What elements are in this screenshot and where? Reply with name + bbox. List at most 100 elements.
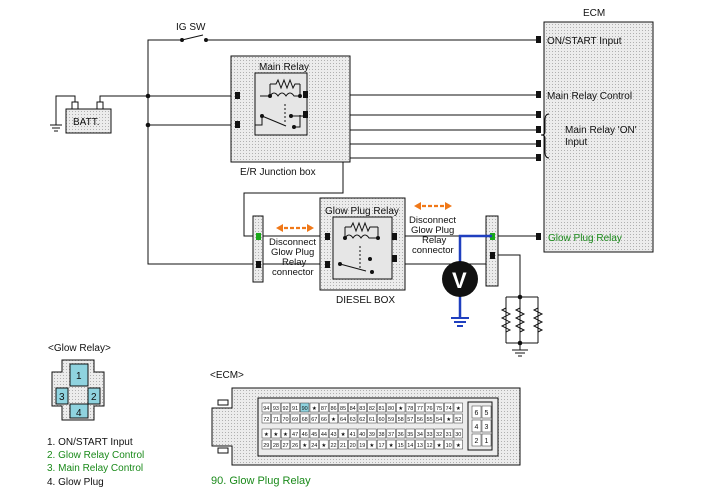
ecm-pin-cell <box>367 413 377 424</box>
ecm-pin-label: 56 <box>417 417 423 423</box>
ecm-pin-label: 32 <box>436 432 442 438</box>
er-junction-box-label: E/R Junction box <box>240 167 316 178</box>
ecm-pin-label: ★ <box>456 406 461 412</box>
diesel-box: Glow Plug Relay DIESEL BOX <box>319 197 406 306</box>
ig-sw-label: IG SW <box>176 22 206 33</box>
ecm-pin-label: 81 <box>378 406 384 412</box>
ecm-pin-label: ★ <box>264 432 269 438</box>
ecm-pin-label: 55 <box>426 417 432 423</box>
connector-pin <box>490 252 495 259</box>
ecm-pin-label: 66 <box>321 417 327 423</box>
ecm-side-pin-cell <box>471 419 482 433</box>
ecm-pin-label: 84 <box>350 406 356 412</box>
ecm-pin-label: ★ <box>456 443 461 449</box>
ecm-pin-label: 93 <box>273 406 279 412</box>
ecm-side-pin-cell <box>481 419 492 433</box>
ecm-pin-cell <box>405 402 415 413</box>
ecm-side-pin-cell <box>481 405 492 419</box>
ecm-pin-label: 80 <box>388 406 394 412</box>
ecm-side-pin-label: 4 <box>475 424 479 431</box>
ecm-pin-cell <box>348 439 358 450</box>
ecm-pin-label: 61 <box>369 417 375 423</box>
ecm-pin-cell <box>396 439 406 450</box>
ecm-pin-label: 76 <box>426 406 432 412</box>
voltmeter-label: V <box>452 268 467 293</box>
ecm-pin-cell <box>290 439 300 450</box>
ecm-pin-label: 59 <box>388 417 394 423</box>
ecm-pin-label: 63 <box>350 417 356 423</box>
ecm-pin-label: ★ <box>437 443 442 449</box>
ecm-pin-label: 37 <box>388 432 394 438</box>
ecm-pin-cell <box>444 413 454 424</box>
disconnect-left-line4: connector <box>272 267 314 278</box>
ecm-label: ECM <box>583 8 605 19</box>
ecm-pin-label: 17 <box>378 443 384 449</box>
ecm-pin-label: 20 <box>350 443 356 449</box>
connector-pin <box>256 261 261 268</box>
glow-legend-1: 1. ON/START Input <box>47 437 133 448</box>
ecm-pin-cell <box>319 413 329 424</box>
ecm-pin-label: 44 <box>321 432 327 438</box>
ecm-pin-label: 57 <box>407 417 413 423</box>
ecm-pin-label: 27 <box>282 443 288 449</box>
ecm-terminal <box>536 36 541 43</box>
ecm-pin-label: 38 <box>378 432 384 438</box>
ig-switch: IG SW <box>176 22 208 42</box>
ecm-pin-cell <box>338 428 348 439</box>
ecm-pin-label: 28 <box>273 443 279 449</box>
ecm-pin-cell <box>348 402 358 413</box>
ecm-pin-cell <box>357 439 367 450</box>
ecm-pin-label: ★ <box>398 406 403 412</box>
ecm-pin-label: 13 <box>417 443 423 449</box>
glow-plug-relay-box-label: Glow Plug Relay <box>325 206 399 217</box>
er-junction-box: Main Relay E/R Junction box <box>230 55 351 178</box>
ecm-pin-label: 46 <box>302 432 308 438</box>
ecm-pin-cell <box>367 428 377 439</box>
ecm-pin-cell <box>376 439 387 450</box>
ecm-pin-label: 34 <box>417 432 423 438</box>
ecm-pin-label: 64 <box>340 417 346 423</box>
ecm-pin-label: 94 <box>263 406 269 412</box>
ecm-pin-cell <box>338 439 348 450</box>
ecm-pin-cell <box>424 439 435 450</box>
glow-legend-2: 2. Glow Relay Control <box>47 450 144 461</box>
ecm-pin-cell <box>453 439 463 450</box>
ecm-pin-cell <box>290 428 300 439</box>
ecm-pin-label: 47 <box>292 432 298 438</box>
ecm-pin-label: 75 <box>436 406 442 412</box>
ecm-pin-label: 87 <box>321 406 327 412</box>
ecm-pin-label: 74 <box>446 406 452 412</box>
ecm-pin-label: 69 <box>292 417 298 423</box>
ecm-pin-label: ★ <box>446 417 451 423</box>
ecm-side-pin-label: 2 <box>475 438 479 445</box>
ecm-pin-label: 15 <box>398 443 404 449</box>
ecm-pin-cell <box>424 428 435 439</box>
ecm-pin-label: ★ <box>283 432 288 438</box>
ecm-side-pin-cell <box>471 405 482 419</box>
ecm-pin-label: 54 <box>436 417 442 423</box>
ecm-pin-cell <box>405 413 415 424</box>
ecm-pin-label: 30 <box>455 432 461 438</box>
ecm-pin-label: 22 <box>330 443 336 449</box>
ecm-pin-cell <box>396 428 406 439</box>
ecm-pin-cell <box>386 402 396 413</box>
ecm-pin-label: ★ <box>331 417 336 423</box>
ecm-pin-cell <box>271 439 281 450</box>
ecm-pin-label: 41 <box>350 432 356 438</box>
ecm-pin-cell <box>328 413 339 424</box>
main-relay-box <box>254 72 308 136</box>
ecm-pin-cell <box>405 439 415 450</box>
ecm-pin-label: 40 <box>359 432 365 438</box>
ecm-pin-cell <box>434 402 444 413</box>
ecm-pin-label: 21 <box>340 443 346 449</box>
ecm-pin-cell <box>444 402 454 413</box>
ecm-pin-cell <box>386 413 396 424</box>
glow-relay-connector-face: 1 2 3 4 <box>51 359 105 421</box>
glow-legend-3: 3. Main Relay Control <box>47 463 143 474</box>
ecm-side-pin-cell <box>481 433 492 447</box>
battery: BATT. <box>50 95 148 134</box>
disconnect-arrow-left <box>276 224 314 232</box>
glow-pin-label-1: 1 <box>76 371 82 382</box>
ecm-pin-label: 82 <box>369 406 375 412</box>
